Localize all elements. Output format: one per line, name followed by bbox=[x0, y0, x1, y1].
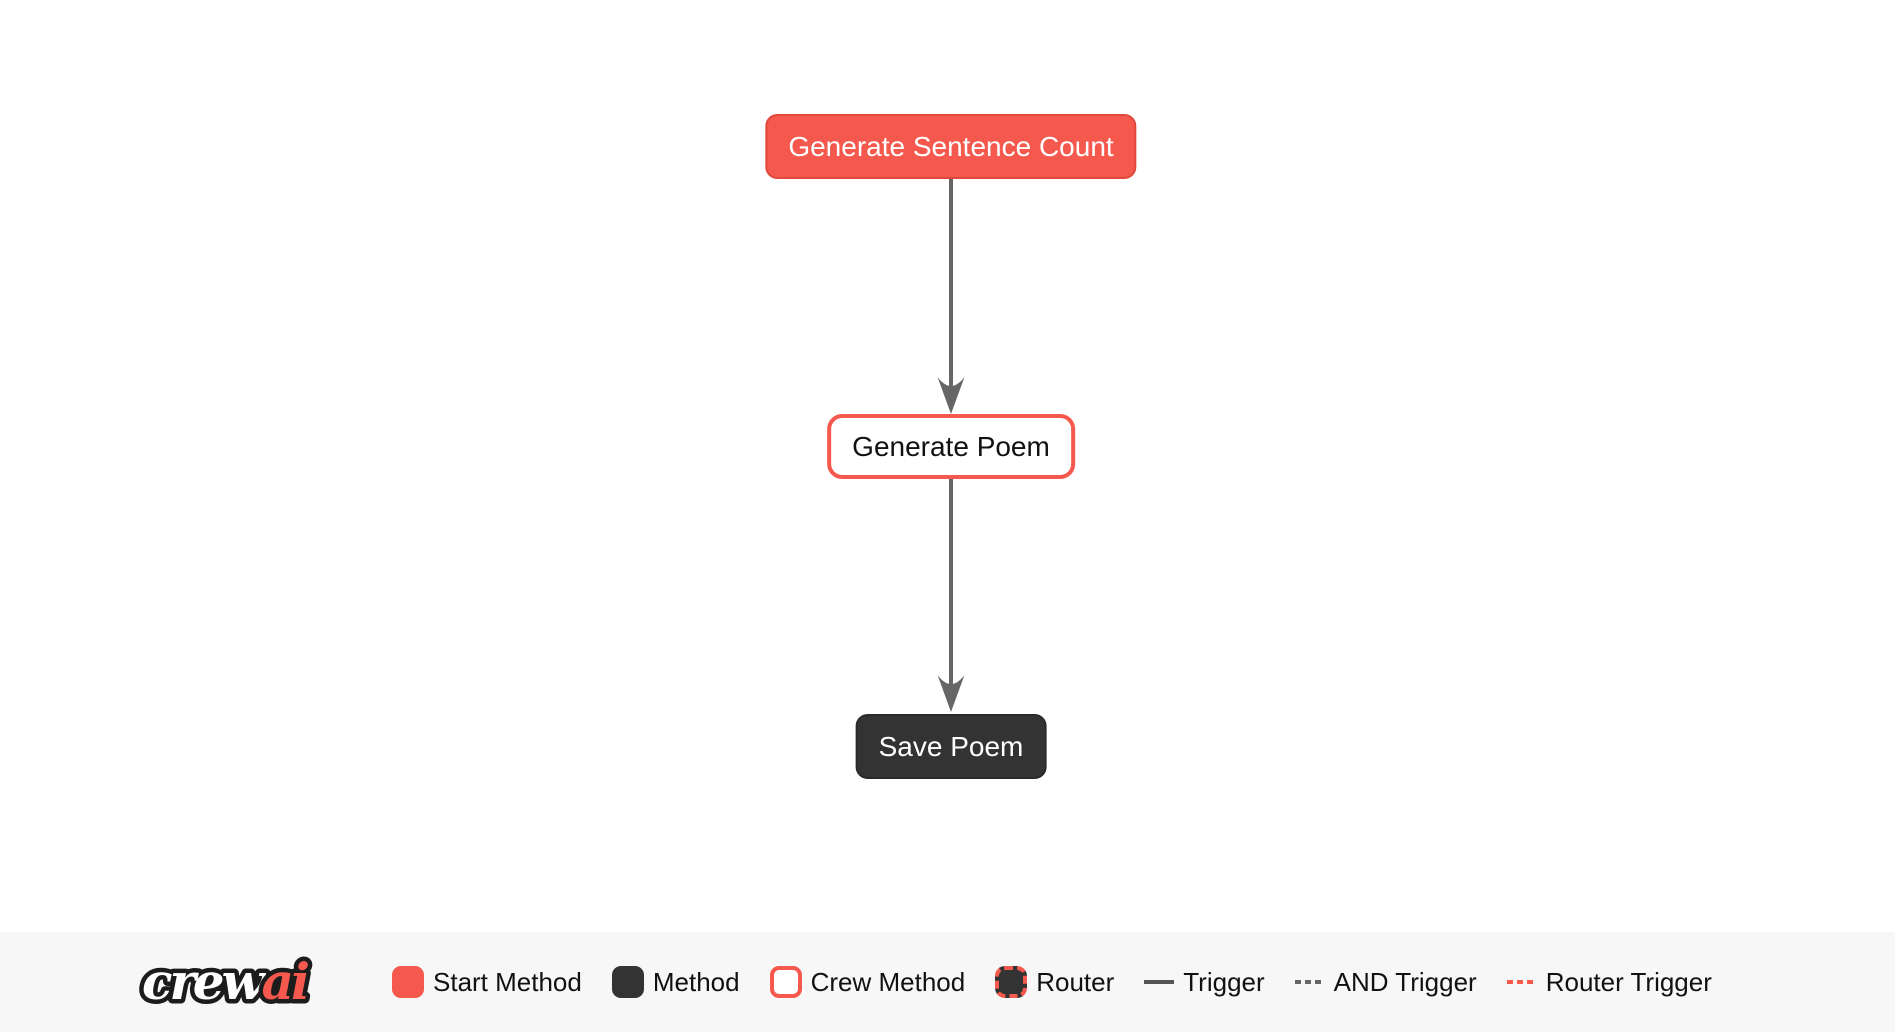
method-swatch bbox=[611, 966, 644, 998]
crewai-logo: crewai bbox=[138, 947, 356, 1017]
arrowhead-down-icon bbox=[937, 675, 965, 712]
arrowhead-down-icon bbox=[937, 377, 965, 414]
legend-item-router-trigger: Router Trigger bbox=[1506, 966, 1712, 998]
legend-label: AND Trigger bbox=[1333, 966, 1477, 997]
logo-text-crew: crew bbox=[142, 952, 267, 1011]
crew-method-swatch bbox=[769, 966, 802, 998]
legend-item-and-trigger: AND Trigger bbox=[1294, 966, 1477, 998]
legend-label: Crew Method bbox=[810, 966, 966, 997]
legend-item-method: Method bbox=[611, 966, 740, 998]
flow-node-save-poem[interactable]: Save Poem bbox=[855, 714, 1047, 779]
trigger-line-swatch bbox=[1144, 980, 1175, 984]
crewai-logo-icon: crewai bbox=[138, 948, 316, 1016]
legend-item-start-method: Start Method bbox=[392, 966, 582, 998]
router-trigger-line-swatch bbox=[1506, 980, 1537, 984]
flow-node-generate-sentence-count[interactable]: Generate Sentence Count bbox=[765, 114, 1137, 179]
legend-bar: crewai Start Method Method Crew Method R… bbox=[0, 932, 1895, 1032]
legend-item-trigger: Trigger bbox=[1144, 966, 1265, 998]
legend-item-router: Router bbox=[995, 966, 1114, 998]
legend-label: Router Trigger bbox=[1545, 966, 1712, 997]
legend-label: Start Method bbox=[433, 966, 582, 997]
legend-label: Trigger bbox=[1183, 966, 1265, 997]
legend-item-crew-method: Crew Method bbox=[769, 966, 966, 998]
edge-generate-poem-to-save-poem bbox=[937, 479, 965, 712]
edge-generate-sentence-count-to-generate-poem bbox=[937, 179, 965, 414]
legend-label: Method bbox=[652, 966, 740, 997]
start-method-swatch bbox=[392, 966, 424, 998]
svg-text:crewai: crewai bbox=[142, 952, 308, 1011]
and-trigger-line-swatch bbox=[1294, 980, 1325, 984]
legend-items: Start Method Method Crew Method Router T… bbox=[392, 966, 1712, 998]
legend-label: Router bbox=[1036, 966, 1115, 997]
flow-node-generate-poem[interactable]: Generate Poem bbox=[827, 414, 1075, 479]
router-swatch bbox=[995, 966, 1028, 998]
logo-text-ai: ai bbox=[262, 952, 308, 1011]
